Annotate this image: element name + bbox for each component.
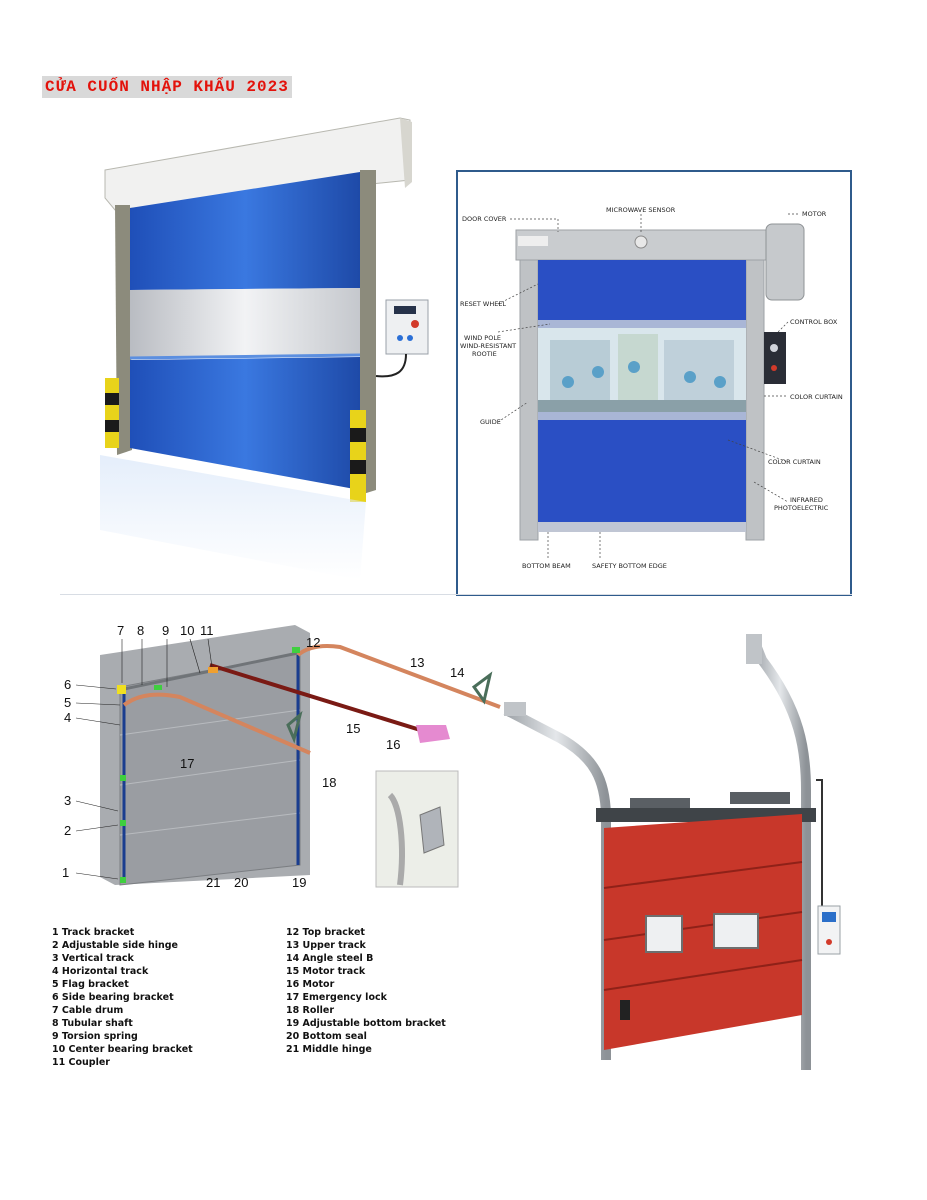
callout-5: 5 [64, 695, 71, 710]
legend-right: 12 Top bracket 13 Upper track 14 Angle s… [286, 926, 446, 1056]
sectional-door-diagram: 1 2 3 4 5 6 7 8 9 10 11 12 13 14 15 16 1… [60, 615, 540, 895]
callout-1: 1 [62, 865, 69, 880]
legend-item: 21 Middle hinge [286, 1044, 372, 1055]
legend-item: 16 Motor [286, 979, 335, 990]
legend-item: 11 Coupler [52, 1057, 110, 1068]
legend-item: 8 Tubular shaft [52, 1018, 133, 1029]
legend-item: 7 Cable drum [52, 1005, 124, 1016]
label-safety-bottom-edge: SAFETY BOTTOM EDGE [592, 562, 667, 570]
legend-item: 15 Motor track [286, 966, 366, 977]
section-divider [60, 594, 852, 595]
page-title: CỬA CUỐN NHẬP KHẨU 2023 [42, 76, 292, 98]
legend-item: 20 Bottom seal [286, 1031, 367, 1042]
label-reset-wheel: RESET WHEEL [460, 300, 506, 308]
label-color-curtain: COLOR CURTAIN [768, 458, 821, 466]
legend-item: 4 Horizontal track [52, 966, 149, 977]
callout-16: 16 [386, 737, 400, 752]
callout-6: 6 [64, 677, 71, 692]
label-motor: MOTOR [802, 210, 827, 218]
label-infrared: INFRARED [790, 496, 823, 504]
labeled-door-illustration: DOOR COVER MICROWAVE SENSOR MOTOR RESET … [460, 206, 843, 570]
callout-17: 17 [180, 756, 194, 771]
callout-10: 10 [180, 623, 194, 638]
label-color-curtain-top: COLOR CURTAIN [790, 393, 843, 401]
callout-14: 14 [450, 665, 464, 680]
label-wind-pole: WIND POLE [464, 334, 501, 342]
label-microwave-sensor: MICROWAVE SENSOR [606, 206, 676, 214]
high-speed-door-image [60, 110, 440, 590]
label-wind-pole-2: WIND-RESISTANT [460, 342, 516, 350]
legend-item: 3 Vertical track [52, 953, 134, 964]
callout-3: 3 [64, 793, 71, 808]
legend-left: 1 Track bracket 2 Adjustable side hinge … [52, 926, 193, 1069]
callout-19: 19 [292, 875, 306, 890]
callout-18: 18 [322, 775, 336, 790]
label-control-box: CONTROL BOX [790, 318, 838, 326]
legend-item: 14 Angle steel B [286, 953, 374, 964]
high-speed-door-illustration [100, 117, 429, 580]
callout-2: 2 [64, 823, 71, 838]
legend-item: 9 Torsion spring [52, 1031, 138, 1042]
label-photoelectric: PHOTOELECTRIC [774, 504, 829, 512]
callout-7: 7 [117, 623, 124, 638]
red-sectional-door-illustration [503, 634, 841, 1070]
label-door-cover: DOOR COVER [462, 215, 507, 223]
legend-item: 12 Top bracket [286, 927, 365, 938]
legend-item: 2 Adjustable side hinge [52, 940, 178, 951]
legend-item: 6 Side bearing bracket [52, 992, 174, 1003]
labeled-door-diagram: DOOR COVER MICROWAVE SENSOR MOTOR RESET … [456, 170, 852, 596]
motor-icon [765, 223, 805, 301]
callout-4: 4 [64, 710, 71, 725]
control-box-icon [764, 332, 786, 384]
legend-item: 17 Emergency lock [286, 992, 387, 1003]
label-bottom-beam: BOTTOM BEAM [522, 562, 571, 570]
legend-item: 10 Center bearing bracket [52, 1044, 193, 1055]
legend-item: 5 Flag bracket [52, 979, 129, 990]
legend-item: 1 Track bracket [52, 927, 135, 938]
label-guide: GUIDE [480, 418, 501, 426]
callout-11: 11 [200, 623, 214, 638]
callout-21: 21 [206, 875, 220, 890]
microwave-sensor-icon [634, 235, 648, 249]
legend-item: 19 Adjustable bottom bracket [286, 1018, 446, 1029]
red-sectional-door-image [500, 630, 850, 1080]
sectional-door-illustration: 1 2 3 4 5 6 7 8 9 10 11 12 13 14 15 16 1… [62, 623, 501, 890]
callout-12: 12 [306, 635, 320, 650]
callout-9: 9 [162, 623, 169, 638]
legend-item: 18 Roller [286, 1005, 335, 1016]
callout-13: 13 [410, 655, 424, 670]
legend-item: 13 Upper track [286, 940, 366, 951]
callout-20: 20 [234, 875, 248, 890]
callout-15: 15 [346, 721, 360, 736]
callout-8: 8 [137, 623, 144, 638]
label-wind-pole-3: ROOTIE [472, 350, 497, 358]
